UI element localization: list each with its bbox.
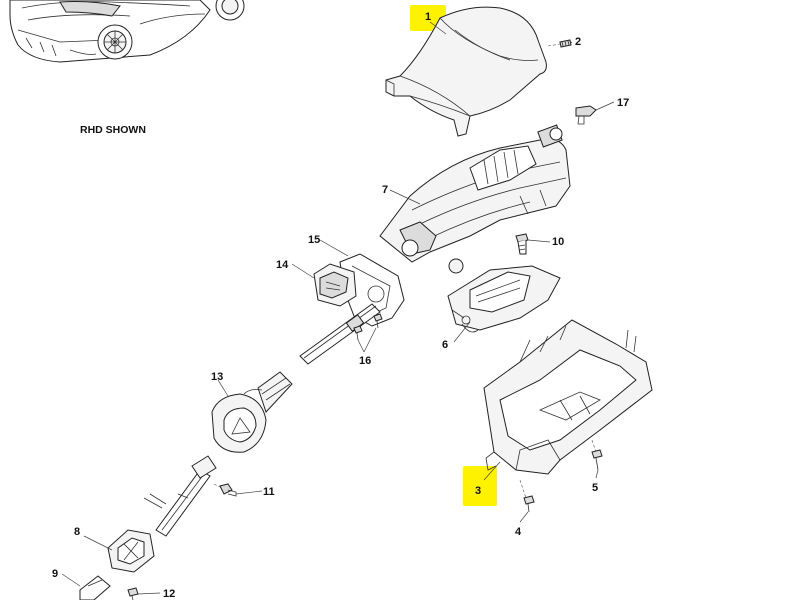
upper-shroud-part xyxy=(385,6,547,137)
bolt-12-part xyxy=(127,587,139,600)
intermediate-shaft-part xyxy=(299,303,381,365)
end-connector-9-part xyxy=(79,575,111,600)
callout-12: 12 xyxy=(163,588,175,600)
callout-5: 5 xyxy=(592,482,598,494)
callout-17: 17 xyxy=(617,97,629,109)
leader-lines xyxy=(61,21,615,595)
callout-15: 15 xyxy=(308,234,320,246)
callout-9: 9 xyxy=(52,568,58,580)
rhd-shown-label: RHD SHOWN xyxy=(80,124,146,136)
callout-4: 4 xyxy=(515,526,522,538)
steering-lock-13-part xyxy=(211,371,293,453)
callout-6: 6 xyxy=(442,339,448,351)
callout-3: 3 xyxy=(475,485,481,497)
screw-4-part xyxy=(519,479,535,513)
callout-11: 11 xyxy=(263,486,275,498)
callout-16: 16 xyxy=(359,355,371,367)
lower-shroud-part xyxy=(483,319,653,475)
highlight-callout-3 xyxy=(463,466,497,506)
callout-13: 13 xyxy=(211,371,223,383)
steering-column-body-part xyxy=(379,124,571,274)
universal-joint-8-part xyxy=(107,529,155,573)
callout-2: 2 xyxy=(575,36,581,48)
callout-1: 1 xyxy=(425,11,431,23)
screw-5-part xyxy=(591,439,603,471)
callout-8: 8 xyxy=(74,526,80,538)
bolt-10-part xyxy=(515,233,529,255)
bracket-6-part xyxy=(447,265,561,333)
callout-7: 7 xyxy=(382,184,388,196)
screw-2-part xyxy=(547,39,572,48)
clip-17-part xyxy=(575,105,597,125)
car-thumbnail xyxy=(9,0,245,63)
screws-16-part xyxy=(353,313,383,341)
lower-shaft-part xyxy=(143,455,217,537)
bolt-11-part xyxy=(213,483,237,497)
callout-14: 14 xyxy=(276,259,289,271)
callout-10: 10 xyxy=(552,236,564,248)
switch-module-14-part xyxy=(313,263,357,307)
